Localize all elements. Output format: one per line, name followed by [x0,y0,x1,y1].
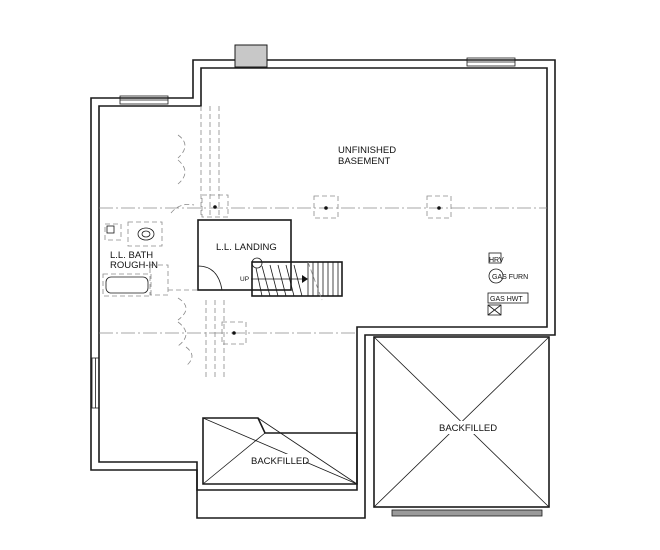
gas-furnace-label: GAS FURN [492,274,528,281]
gas-hwt-icon [487,304,502,316]
basement-label-line2: BASEMENT [338,156,390,167]
stair: UP [240,257,343,301]
basement-label-line1: UNFINISHED [338,145,396,156]
backfilled-small-label: BACKFILLED [251,456,309,467]
bath-label-line1: L.L. BATH [110,250,153,261]
column-4 [221,321,247,345]
column-2 [313,195,339,219]
window-top-right [466,57,516,67]
backfilled-area-small: BACKFILLED [202,417,358,485]
backfilled-area-large: BACKFILLED [373,336,550,508]
hrv-icon [488,252,502,264]
stair-up-label: UP [240,276,249,283]
backfilled-large-label: BACKFILLED [439,423,497,434]
door-swings [170,134,195,367]
window-top-left [119,95,169,105]
column-1 [201,194,229,218]
column-3 [426,195,452,219]
bath-fixtures [102,221,169,297]
bathtub-icon [102,273,152,297]
newel-post [251,257,263,269]
vanity-icon [127,221,163,247]
shower-outline [149,264,169,296]
ll-landing-label: L.L. LANDING [216,242,277,253]
window-bottom-right [391,509,543,517]
dashed-partitions [168,106,225,378]
chimney [234,44,268,68]
stair-treads [255,262,339,297]
exterior-walls [90,59,556,519]
stair-arrow-head [302,275,308,283]
gas-hwt-label: GAS HWT [490,296,523,303]
hrv-label: HRV [489,257,504,264]
gas-furnace-icon [488,268,504,284]
toilet-icon [104,223,122,241]
mechanical-equipment: HRV GAS FURN GAS HWT [487,252,529,316]
bath-label-line2: ROUGH-IN [110,260,158,271]
window-left-wall [91,357,100,409]
ll-landing: L.L. LANDING [197,219,292,291]
